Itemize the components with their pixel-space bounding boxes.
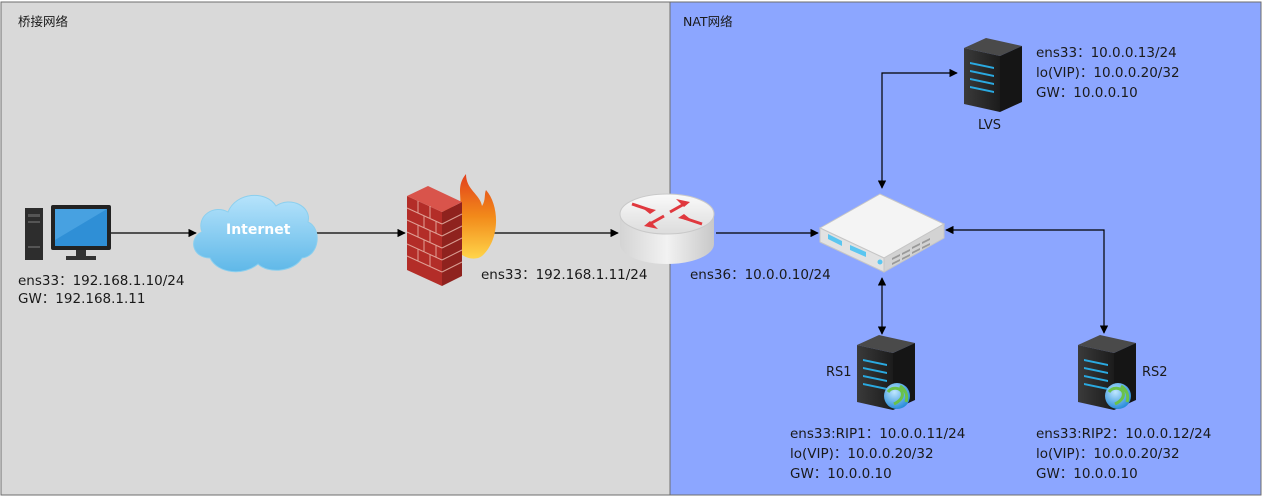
rs2-ip-label: ens33:RIP2：10.0.0.12/24 — [1036, 426, 1212, 442]
lvs-ip-label: ens33：10.0.0.13/24 — [1036, 45, 1177, 61]
firewall-icon — [406, 174, 497, 286]
rs1-vip-label: lo(VIP)：10.0.0.20/32 — [790, 446, 934, 462]
rs1-name-label: RS1 — [826, 365, 852, 380]
bridge-network-title: 桥接网络 — [18, 14, 69, 29]
router-inner-ip-label: ens36：10.0.0.10/24 — [690, 267, 831, 283]
lvs-name-label: LVS — [978, 118, 1001, 133]
link-switch-lvs — [877, 68, 958, 189]
rs1-server-icon — [857, 335, 915, 410]
nat-network-title: NAT网络 — [683, 14, 733, 29]
computer-icon — [25, 205, 111, 260]
rs2-server-icon — [1078, 335, 1136, 410]
router-icon — [619, 193, 715, 264]
switch-icon — [818, 193, 946, 273]
bridge-network-zone — [0, 1, 671, 496]
rs1-ip-label: ens33:RIP1：10.0.0.11/24 — [790, 426, 966, 442]
client-gw-label: GW：192.168.1.11 — [18, 291, 146, 307]
rs2-gw-label: GW：10.0.0.10 — [1036, 466, 1138, 482]
internet-label: Internet — [226, 222, 291, 238]
lvs-gw-label: GW：10.0.0.10 — [1036, 85, 1138, 101]
router-outer-ip-label: ens33：192.168.1.11/24 — [481, 267, 648, 283]
lvs-vip-label: lo(VIP)：10.0.0.20/32 — [1036, 65, 1180, 81]
rs2-vip-label: lo(VIP)：10.0.0.20/32 — [1036, 446, 1180, 462]
lvs-server-icon — [964, 38, 1022, 112]
rs1-gw-label: GW：10.0.0.10 — [790, 466, 892, 482]
rs2-name-label: RS2 — [1142, 365, 1168, 380]
client-ip-label: ens33：192.168.1.10/24 — [18, 273, 185, 289]
internet-cloud-icon — [193, 194, 318, 273]
link-switch-rs2 — [945, 225, 1109, 334]
